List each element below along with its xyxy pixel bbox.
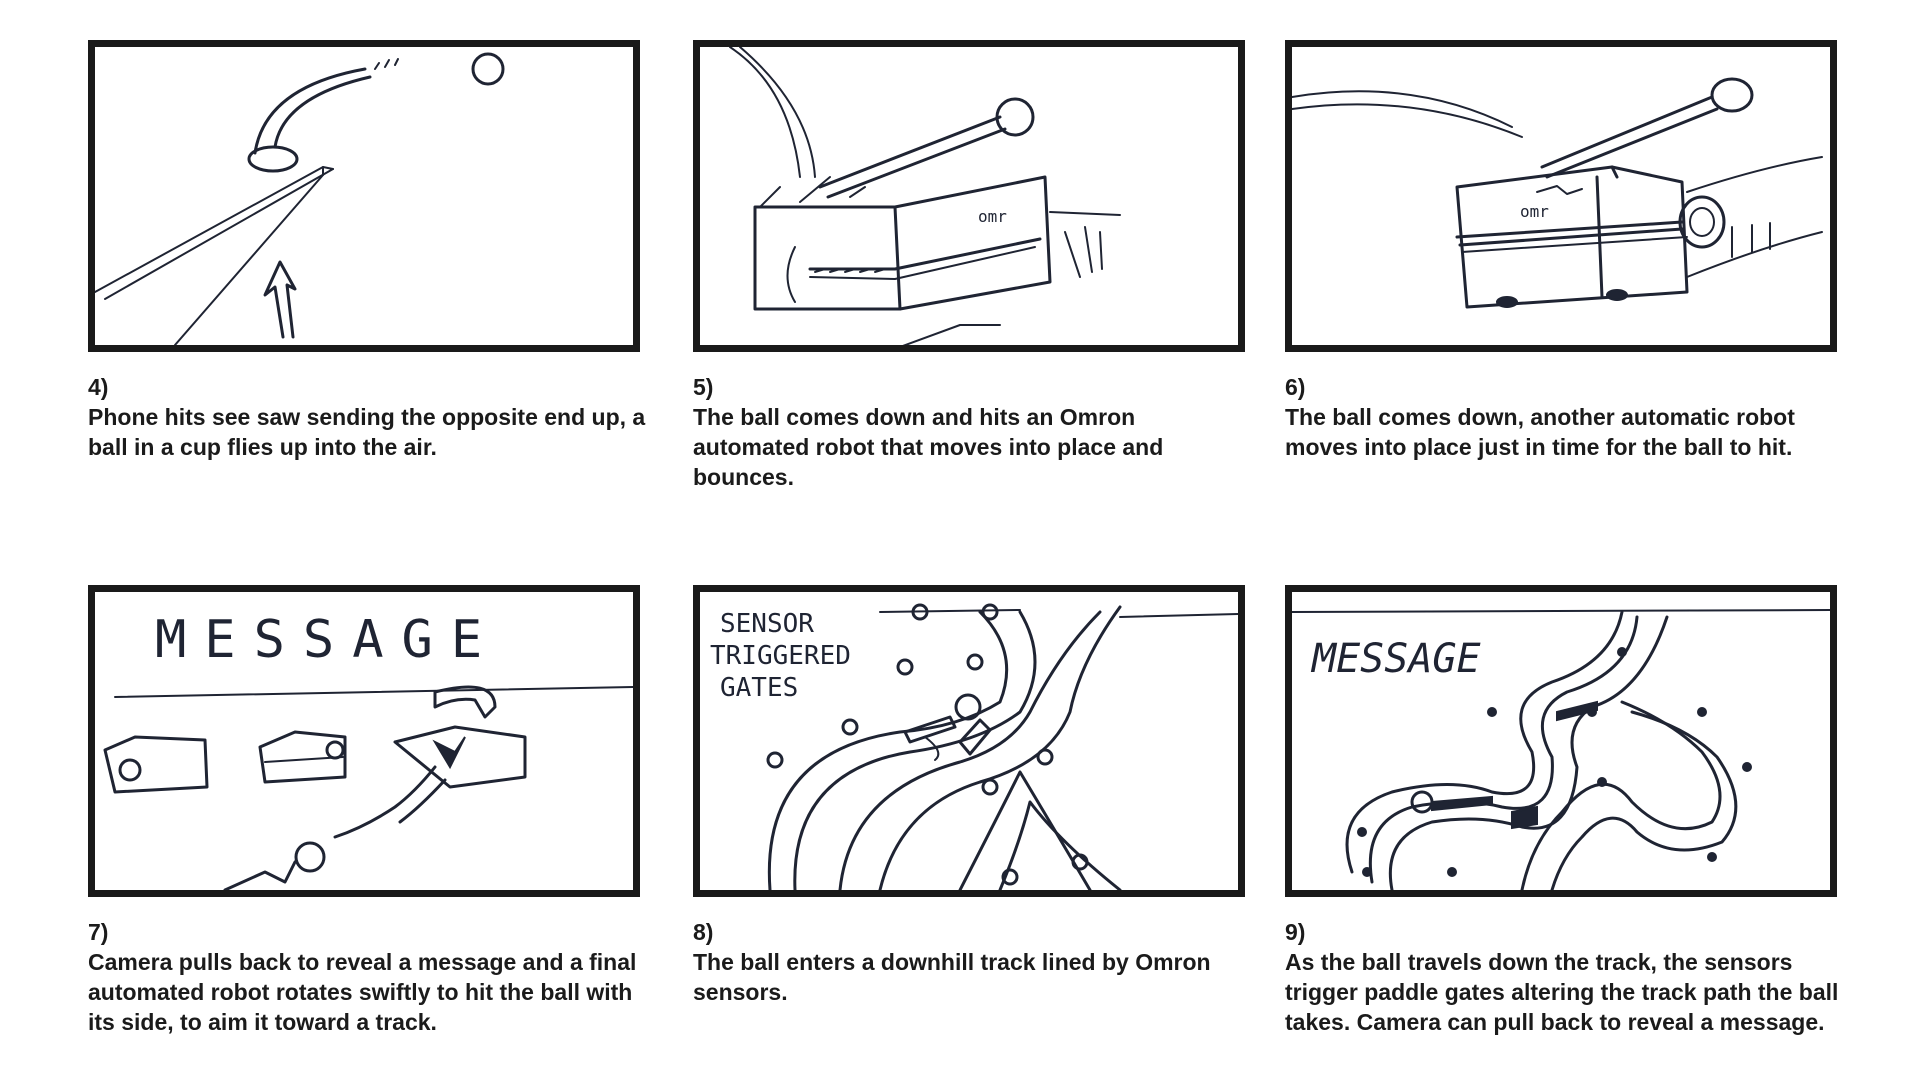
storyboard-frame-4 [88,40,640,352]
sketch-seesaw-ball-cup [95,52,505,345]
caption-9: 9) As the ball travels down the track, t… [1285,917,1845,1037]
caption-5: 5) The ball comes down and hits an Omron… [693,372,1253,492]
caption-8: 8) The ball enters a downhill track line… [693,917,1253,1007]
panel-number: 5) [693,374,714,400]
robot-label: omr [1520,202,1549,221]
sketch-sensor-track: SENSOR TRIGGERED GATES [710,603,1238,890]
storyboard-frame-6: omr [1285,40,1837,352]
panel-number: 7) [88,919,109,945]
panel-caption: Phone hits see saw sending the opposite … [88,404,646,460]
sketch-track-message: MESSAGE [1292,609,1830,890]
panel-caption: The ball comes down, another automatic r… [1285,404,1795,460]
caption-6: 6) The ball comes down, another automati… [1285,372,1845,462]
panel-caption: The ball comes down and hits an Omron au… [693,404,1164,490]
sketch-message-robots: MESSAGE [103,610,633,890]
sketch-message-text: MESSAGE [155,610,500,670]
panel-number: 6) [1285,374,1306,400]
panel-number: 8) [693,919,714,945]
sketch-message-text: MESSAGE [1310,636,1481,682]
storyboard-frame-8: SENSOR TRIGGERED GATES [693,585,1245,897]
storyboard-frame-7: MESSAGE [88,585,640,897]
panel-number: 4) [88,374,109,400]
sketch-second-robot: omr [1292,77,1823,309]
panel-number: 9) [1285,919,1306,945]
sketch-label-triggered: TRIGGERED [710,641,851,671]
robot-label: omr [978,207,1007,226]
caption-4: 4) Phone hits see saw sending the opposi… [88,372,648,462]
panel-caption: Camera pulls back to reveal a message an… [88,949,637,1035]
sketch-ball-hits-robot: omr [729,47,1121,345]
caption-7: 7) Camera pulls back to reveal a message… [88,917,648,1037]
panel-caption: The ball enters a downhill track lined b… [693,949,1211,1005]
sketch-label-sensor: SENSOR [720,609,814,639]
sketch-label-gates: GATES [720,673,798,703]
storyboard-frame-9: MESSAGE [1285,585,1837,897]
panel-caption: As the ball travels down the track, the … [1285,949,1839,1035]
storyboard-frame-5: omr [693,40,1245,352]
